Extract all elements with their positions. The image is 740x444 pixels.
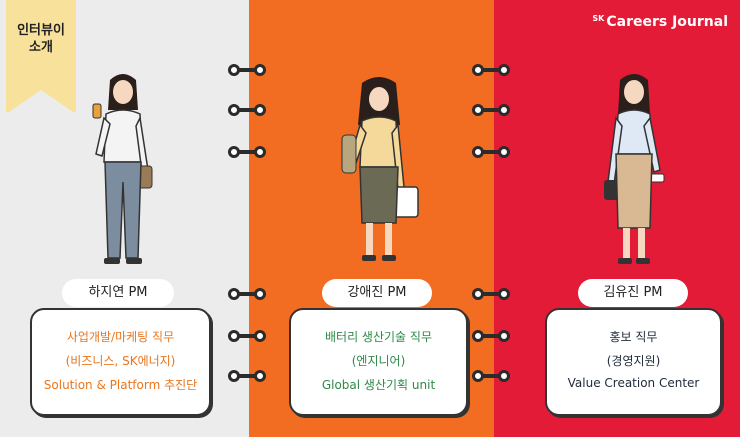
binder-ring-icon [472,104,510,116]
ribbon-notch [6,90,76,114]
name-pill-3: 김유진 PM [578,279,688,307]
team-text: Solution & Platform 추진단 [43,378,198,392]
team-text: Global 생산기획 unit [321,378,436,392]
role-text: 배터리 생산기술 직무 [325,330,432,344]
binder-ring-icon [472,330,510,342]
brand-prefix: SK [592,14,605,23]
binder-ring-icon [472,370,510,382]
name-pill-2: 강애진 PM [322,279,432,307]
ribbon-line-2: 소개 [29,40,53,55]
division-text: (엔지니어) [351,354,406,368]
division-text: (경영지원) [606,354,661,368]
intro-ribbon: 인터뷰이 소개 [6,0,76,114]
binder-ring-icon [228,64,266,76]
profile-card-2: 배터리 생산기술 직무 (엔지니어) Global 생산기획 unit [289,308,468,416]
binder-ring-icon [472,64,510,76]
team-text: Value Creation Center [567,376,700,390]
person-illustration-1 [92,74,153,264]
person-illustration-3 [604,74,665,264]
profile-card-3: 홍보 직무 (경영지원) Value Creation Center [545,308,722,416]
binder-ring-icon [228,370,266,382]
binder-ring-icon [228,330,266,342]
role-text: 사업개발/마케팅 직무 [66,330,175,344]
person-illustration-2 [341,77,419,261]
division-text: (비즈니스, SK에너지) [65,354,176,368]
profile-card-1: 사업개발/마케팅 직무 (비즈니스, SK에너지) Solution & Pla… [30,308,211,416]
name-pill-1: 하지연 PM [62,279,174,307]
binder-ring-icon [228,104,266,116]
binder-ring-icon [472,146,510,158]
binder-ring-icon [228,146,266,158]
role-text: 홍보 직무 [609,330,658,344]
ribbon-line-1: 인터뷰이 [17,23,65,38]
binder-ring-icon [228,288,266,300]
brand-name: Careers Journal [606,14,728,30]
binder-ring-icon [472,288,510,300]
